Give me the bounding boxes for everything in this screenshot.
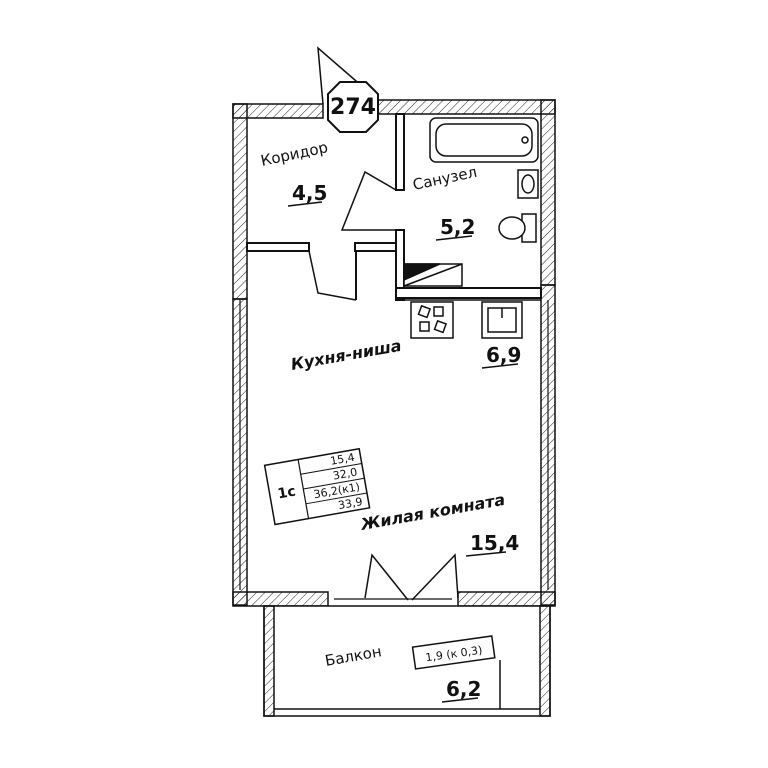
kitchen-area: 6,9	[486, 343, 521, 367]
windows	[239, 300, 549, 600]
summary-total: 32,0	[332, 466, 358, 483]
bathtub-icon	[429, 117, 539, 163]
walls	[232, 99, 556, 607]
summary-total-alt: 33,9	[337, 495, 363, 512]
balcony-coef-box: 1,9 (к 0,3)	[411, 635, 496, 670]
apartment-type: 1с	[276, 484, 297, 503]
living-area: 15,4	[470, 531, 519, 555]
apartment-number-badge: 274	[327, 81, 379, 133]
balcony-frame	[263, 605, 551, 717]
door-bathroom	[340, 170, 397, 231]
stove-icon	[410, 301, 454, 339]
balcony-area: 6,2	[446, 677, 481, 701]
corridor-name: Коридор	[259, 138, 329, 170]
living-name: Жилая комната	[358, 490, 506, 534]
kitchen-name: Кухня-ниша	[289, 336, 402, 374]
summary-living: 15,4	[329, 451, 355, 468]
kitchen-sink-icon	[481, 301, 523, 339]
washer-icon	[403, 263, 463, 287]
bathroom-name: Санузел	[411, 163, 478, 194]
door-corridor	[308, 250, 357, 301]
bathroom-area: 5,2	[440, 215, 475, 239]
corridor-area: 4,5	[292, 181, 327, 205]
toilet-icon	[498, 213, 537, 243]
sink-icon	[517, 169, 539, 199]
apartment-number: 274	[330, 95, 376, 120]
door-balcony	[364, 553, 459, 601]
area-summary-table: 1с 15,4 32,0 36,2(к1) 33,9	[263, 447, 371, 526]
